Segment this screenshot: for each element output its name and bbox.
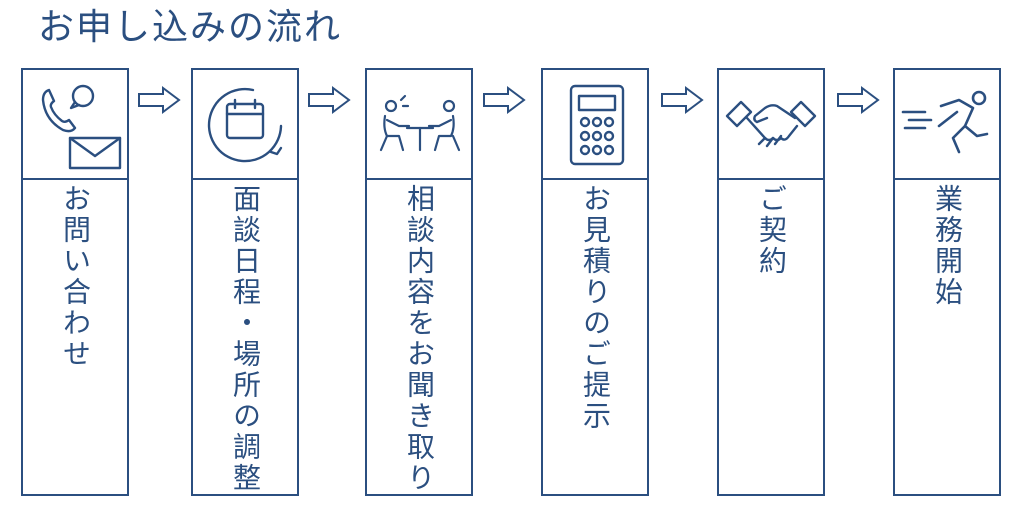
step-schedule: 面談日程・場所の調整 xyxy=(191,68,299,496)
step-contract: ご契約 xyxy=(717,68,825,496)
step-label: お見積りのご提示 xyxy=(579,184,612,432)
step-icon-box xyxy=(23,70,127,180)
step-label: お問い合わせ xyxy=(59,184,92,370)
page-title: お申し込みの流れ xyxy=(38,7,343,48)
step-icon-box xyxy=(543,70,647,180)
step-start-work: 業務開始 xyxy=(893,68,1001,496)
step-label: ご契約 xyxy=(755,184,788,277)
step-label: 相談内容をお聞き取り xyxy=(403,184,436,494)
step-label: 業務開始 xyxy=(931,184,964,308)
step-icon-box xyxy=(367,70,471,180)
arrow-right-icon xyxy=(307,86,351,114)
arrow-right-icon xyxy=(137,86,181,114)
arrow-right-icon xyxy=(660,86,704,114)
step-label: 面談日程・場所の調整 xyxy=(229,184,262,494)
arrow-right-icon xyxy=(836,86,880,114)
step-consultation: 相談内容をお聞き取り xyxy=(365,68,473,496)
step-icon-box xyxy=(719,70,823,180)
arrow-right-icon xyxy=(482,86,526,114)
step-estimate: お見積りのご提示 xyxy=(541,68,649,496)
step-icon-box xyxy=(193,70,297,180)
step-inquiry: お問い合わせ xyxy=(21,68,129,496)
step-icon-box xyxy=(895,70,999,180)
